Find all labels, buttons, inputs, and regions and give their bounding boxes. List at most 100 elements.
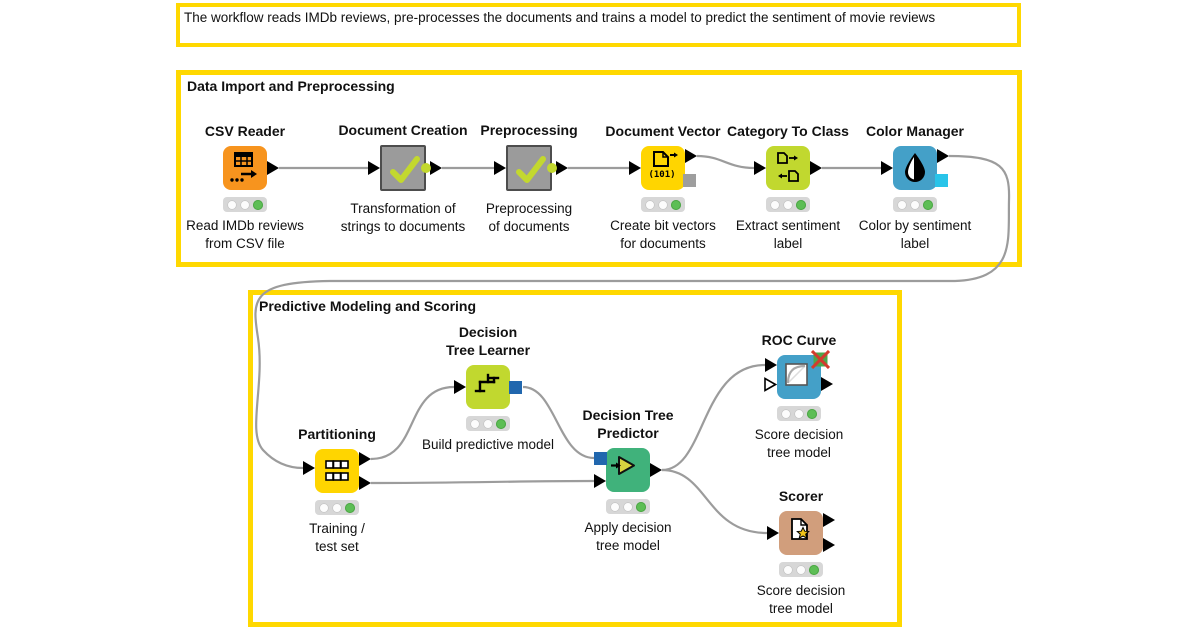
node-description: Extract sentiment label (735, 218, 841, 251)
node-partitioning[interactable]: Partitioning Training / test set (298, 426, 376, 554)
table-export-icon (230, 152, 257, 182)
decision-tree-learner-body[interactable] (466, 365, 510, 409)
input-port[interactable] (629, 161, 641, 175)
color-model-port[interactable] (935, 174, 948, 187)
node-document-vector[interactable]: Document Vector (101) Create bit vectors… (605, 123, 720, 251)
traffic-light (641, 197, 685, 212)
wire-docvector-to-category[interactable] (696, 154, 755, 170)
wire-partitioning-to-predictor[interactable] (370, 479, 595, 485)
input-port[interactable] (494, 161, 506, 175)
node-title: Preprocessing (480, 122, 578, 138)
input-port[interactable] (303, 461, 315, 475)
traffic-light (779, 562, 823, 577)
node-decision-tree-predictor[interactable]: Decision Tree Predictor Apply decision t… (582, 407, 673, 553)
node-decision-tree-learner[interactable]: Decision Tree Learner Build predictive m… (422, 324, 554, 452)
node-title: Color Manager (865, 123, 965, 139)
node-description: Transformation of strings to documents (340, 201, 466, 234)
output-port[interactable] (556, 161, 568, 175)
category-to-class-body[interactable] (766, 146, 810, 190)
output-port[interactable] (810, 161, 822, 175)
scorer-body[interactable] (779, 511, 823, 555)
data-input-port[interactable] (594, 474, 606, 488)
output-port[interactable] (267, 161, 279, 175)
document-vector-body[interactable]: (101) (641, 146, 685, 190)
annotation-workflow-note[interactable]: The workflow reads IMDb reviews, pre-pro… (176, 3, 1021, 47)
node-description: Preprocessing of documents (485, 201, 573, 234)
tree-icon (474, 373, 500, 393)
split-table-icon (325, 460, 349, 481)
node-title: Scorer (778, 488, 824, 504)
node-title: Document Creation (338, 122, 468, 138)
output-port-top[interactable] (823, 513, 835, 527)
metanode-output-dot (421, 163, 431, 173)
wire-predictor-to-scorer[interactable] (661, 468, 768, 535)
partitioning-body[interactable] (315, 449, 359, 493)
wire-predictor-to-roc[interactable] (661, 363, 766, 472)
node-description: Apply decision tree model (584, 520, 672, 553)
node-title: Decision Tree Predictor (582, 407, 674, 441)
preprocessing-body[interactable] (506, 145, 552, 191)
decision-tree-predictor-body[interactable] (606, 448, 650, 492)
metanode-output-dot (547, 163, 557, 173)
csv-reader-body[interactable] (223, 146, 267, 190)
output-port[interactable] (650, 463, 662, 477)
checkmark-icon (390, 156, 420, 183)
svg-text:(101): (101) (648, 170, 675, 180)
node-title: CSV Reader (204, 123, 286, 139)
wire-colormanager-to-partitioning[interactable] (254, 154, 1011, 470)
node-description: Score decision tree model (756, 583, 846, 616)
grey-square-port[interactable] (683, 174, 696, 187)
input-port[interactable] (881, 161, 893, 175)
node-preprocessing[interactable]: Preprocessing Preprocessing of documents (480, 122, 577, 234)
node-color-manager[interactable]: Color Manager Color by sentiment label (859, 123, 972, 251)
node-title: Category To Class (727, 123, 849, 139)
node-category-to-class[interactable]: Category To Class Extract sentiment labe… (727, 123, 849, 251)
annotation-predictive-title: Predictive Modeling and Scoring (259, 298, 477, 314)
data-input-port[interactable] (765, 358, 777, 372)
traffic-light (223, 197, 267, 212)
input-port[interactable] (368, 161, 380, 175)
output-port[interactable] (685, 149, 697, 163)
node-scorer[interactable]: Scorer Score decision tree model (757, 488, 846, 616)
node-document-creation[interactable]: Document Creation Transformation of stri… (338, 122, 467, 234)
output-port-bottom[interactable] (359, 476, 371, 490)
node-csv-reader[interactable]: CSV Reader Read IMDb reviews from CSV fi… (186, 123, 304, 251)
water-drop-icon (905, 153, 925, 182)
output-port-bottom[interactable] (823, 538, 835, 552)
input-port[interactable] (454, 380, 466, 394)
node-title: Decision Tree Learner (445, 324, 531, 358)
node-description: Read IMDb reviews from CSV file (186, 218, 304, 251)
document-creation-body[interactable] (380, 145, 426, 191)
roc-plot-icon (785, 363, 808, 386)
node-title: ROC Curve (761, 332, 837, 348)
output-port-top[interactable] (359, 452, 371, 466)
output-port[interactable] (937, 149, 949, 163)
model-output-port[interactable] (509, 380, 522, 394)
annotation-note-text: The workflow reads IMDb reviews, pre-pro… (184, 10, 936, 25)
annotation-data-import-title: Data Import and Preprocessing (187, 78, 395, 94)
input-port[interactable] (754, 161, 766, 175)
document-star-icon (791, 518, 810, 540)
document-arrow-icon: (101) (648, 151, 678, 180)
node-description: Build predictive model (421, 437, 555, 452)
output-port[interactable] (821, 377, 833, 391)
color-manager-body[interactable] (893, 146, 937, 190)
traffic-light (777, 406, 821, 421)
node-roc-curve[interactable]: ROC Curve Score decision tree model (755, 332, 844, 460)
optional-input-port[interactable] (764, 377, 777, 392)
wire-partitioning-to-learner[interactable] (370, 385, 455, 461)
node-description: Score decision tree model (754, 427, 844, 460)
model-input-port[interactable] (594, 452, 607, 465)
input-port[interactable] (767, 526, 779, 540)
disabled-image-port-icon (811, 350, 830, 369)
node-title: Document Vector (605, 123, 721, 139)
node-description: Color by sentiment label (858, 218, 972, 251)
traffic-light (606, 499, 650, 514)
wire-learner-to-predictor[interactable] (522, 385, 595, 460)
node-title: Partitioning (298, 426, 376, 442)
traffic-light (315, 500, 359, 515)
output-port[interactable] (430, 161, 442, 175)
traffic-light (466, 416, 510, 431)
